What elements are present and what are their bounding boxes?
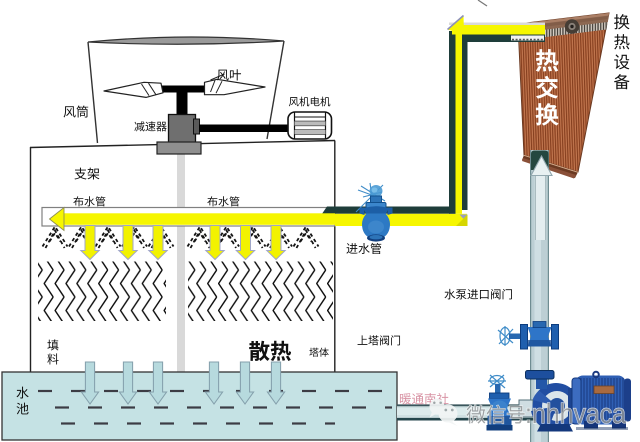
svg-text::nhhvaca: :nhhvaca [525, 398, 626, 429]
